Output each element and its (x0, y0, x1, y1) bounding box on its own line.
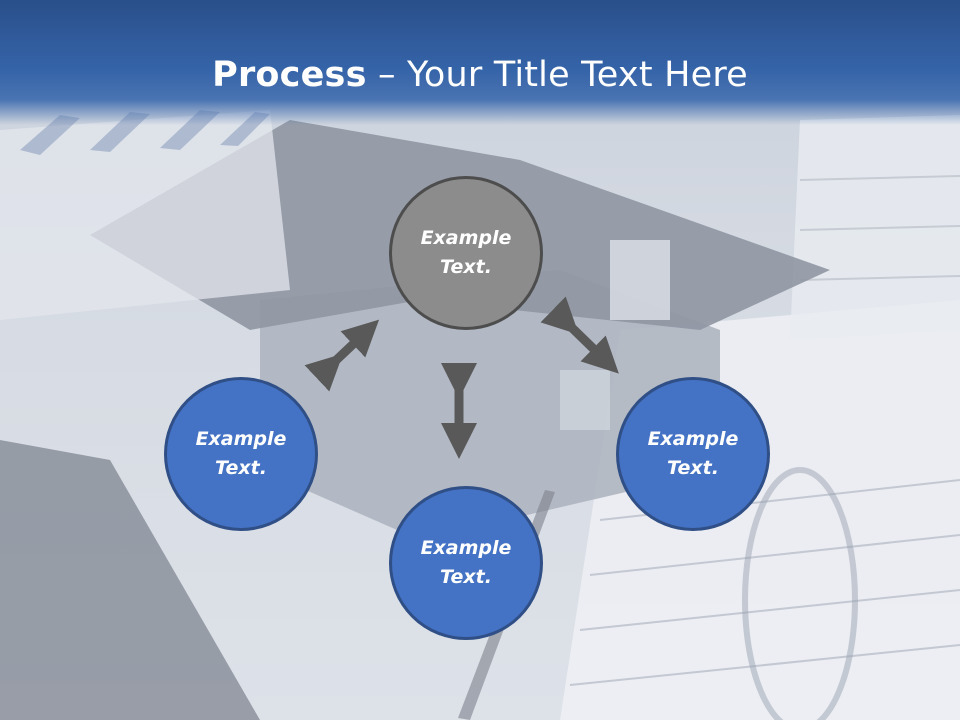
node-bottom: Example Text. (389, 486, 543, 640)
arrow-top-right (540, 296, 619, 374)
node-top-text: Example Text. (420, 227, 512, 278)
title-bold: Process (212, 55, 367, 95)
node-right: Example Text. (616, 377, 770, 531)
arrow-top-left (304, 319, 380, 392)
title-rest: – Your Title Text Here (366, 55, 748, 95)
node-top: Example Text. (389, 176, 543, 330)
node-bottom-text: Example Text. (420, 537, 512, 588)
slide-title: Process – Your Title Text Here (0, 52, 960, 98)
node-left-text: Example Text. (195, 428, 287, 479)
title-bar (0, 0, 960, 125)
node-left: Example Text. (164, 377, 318, 531)
node-right-text: Example Text. (647, 428, 739, 479)
